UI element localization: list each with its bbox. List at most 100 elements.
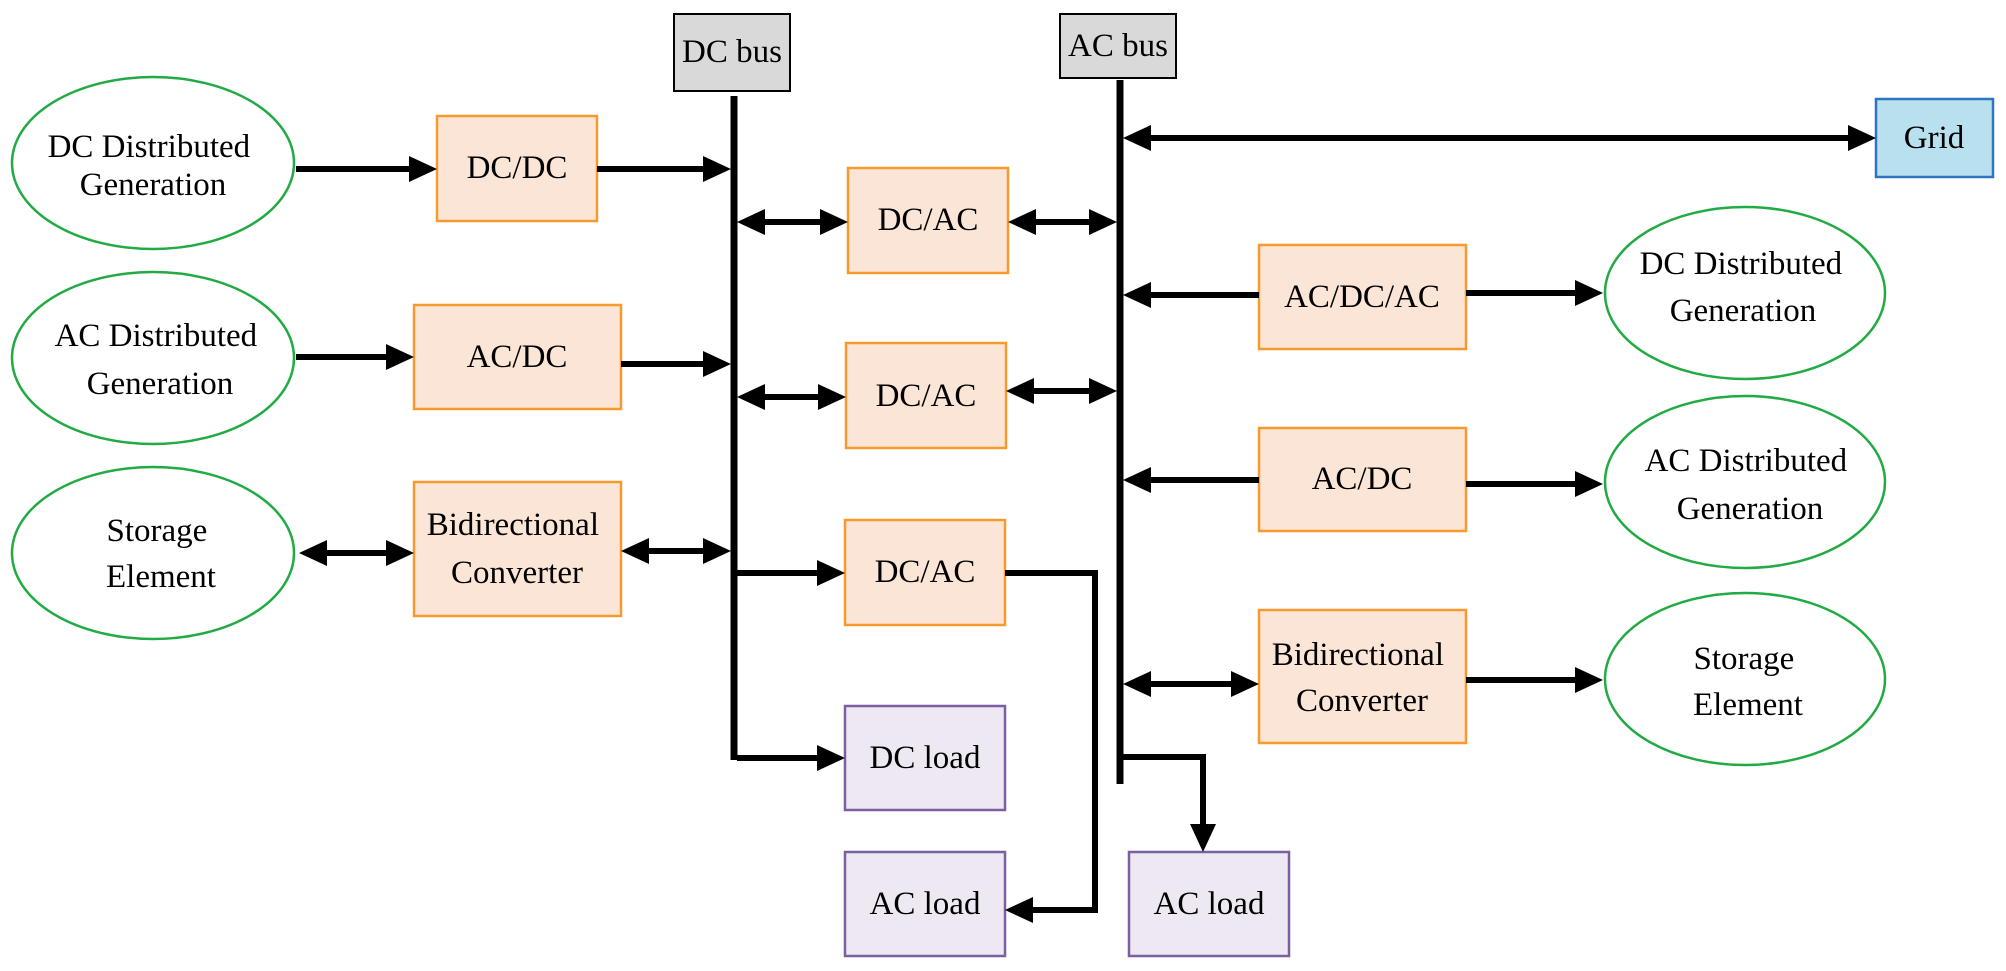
arrowhead bbox=[1575, 280, 1603, 306]
link-acdc-to-ac-bus bbox=[1123, 467, 1259, 493]
arrowhead bbox=[817, 745, 845, 771]
load-label: AC load bbox=[1154, 886, 1265, 922]
arrowhead bbox=[1575, 667, 1603, 693]
source-label-line-1: Storage bbox=[106, 513, 207, 549]
load-box bbox=[843, 850, 1007, 958]
link-dc-bus-to-dcac-2 bbox=[737, 384, 846, 410]
right-acdcac-converter: AC/DC/AC bbox=[1257, 243, 1468, 351]
arrowhead bbox=[737, 209, 765, 235]
converter-label-line-1: Bidirectional bbox=[1272, 637, 1444, 673]
ac-bus-node: AC bus bbox=[1059, 13, 1177, 79]
left-acdc-converter: AC/DC bbox=[412, 303, 623, 411]
grid-node: Grid bbox=[1874, 97, 1995, 179]
grid-label: Grid bbox=[1904, 120, 1965, 156]
link-ac-gen-to-acdc bbox=[296, 344, 414, 370]
source-label-line-1: AC Distributed bbox=[55, 318, 258, 354]
source-ellipse bbox=[10, 465, 296, 641]
arrowhead bbox=[1123, 282, 1151, 308]
dc-bus-node: DC bus bbox=[673, 13, 791, 92]
converter-box bbox=[412, 480, 623, 618]
link-acdc-to-dc-bus bbox=[621, 351, 731, 377]
link-acdcac-to-dc-gen bbox=[1466, 280, 1603, 306]
link-acdc-to-ac-gen bbox=[1466, 471, 1603, 497]
source-label-line-2: Element bbox=[106, 559, 216, 595]
arrowhead bbox=[1089, 378, 1117, 404]
converter-label-line-2: Converter bbox=[1296, 683, 1428, 719]
source-label-line-2: Generation bbox=[1677, 491, 1824, 527]
wire bbox=[1005, 570, 1098, 913]
converter-label: AC/DC/AC bbox=[1284, 279, 1440, 315]
converter-label-line-2: Converter bbox=[451, 555, 583, 591]
converter-box bbox=[844, 341, 1008, 450]
converter-label: AC/DC bbox=[467, 339, 568, 375]
link-acdcac-to-ac-bus bbox=[1123, 282, 1259, 308]
converter-label: DC/AC bbox=[876, 378, 977, 414]
converter-box bbox=[435, 114, 599, 223]
converter-box bbox=[843, 518, 1007, 627]
source-ellipse bbox=[1603, 394, 1887, 570]
source-label-line-1: DC Distributed bbox=[48, 129, 251, 165]
left-dc-generation-source: DC Distributed Generation bbox=[10, 75, 296, 251]
dc-bus-label: DC bus bbox=[682, 34, 782, 70]
tie-dcac-converter-3: DC/AC bbox=[843, 518, 1007, 627]
ac-bus-label: AC bus bbox=[1068, 28, 1168, 64]
source-label: DC Distributed Generation bbox=[48, 119, 259, 203]
link-dcdc-to-dc-bus bbox=[597, 156, 731, 182]
source-label-line-1: AC Distributed bbox=[1645, 443, 1848, 479]
left-ac-generation-source: AC Distributed Generation bbox=[10, 270, 296, 446]
link-dcac-3-to-ac-load bbox=[1005, 570, 1098, 923]
source-label: AC Distributed Generation bbox=[55, 308, 266, 402]
arrowhead bbox=[409, 156, 437, 182]
dc-load: DC load bbox=[843, 704, 1007, 812]
load-box bbox=[1127, 850, 1291, 958]
source-label-line-2: Generation bbox=[87, 366, 234, 402]
link-bidir-to-dc-bus bbox=[621, 538, 731, 564]
link-dc-bus-to-dc-load bbox=[737, 745, 845, 771]
source-label-line-2: Element bbox=[1693, 687, 1803, 723]
arrowhead bbox=[1123, 125, 1151, 151]
converter-label: AC/DC bbox=[1312, 461, 1413, 497]
converter-label: Bidirectional Converter bbox=[427, 497, 608, 591]
arrowhead bbox=[1575, 471, 1603, 497]
arrowhead bbox=[703, 351, 731, 377]
source-label-line-1: Storage bbox=[1693, 641, 1794, 677]
ac-load-left: AC load bbox=[843, 850, 1007, 958]
source-ellipse bbox=[1603, 591, 1887, 767]
right-bidirectional-converter: Bidirectional Converter bbox=[1257, 608, 1468, 745]
load-box bbox=[843, 704, 1007, 812]
source-label-line-2: Generation bbox=[1670, 293, 1817, 329]
source-label-line-2: Generation bbox=[80, 167, 227, 203]
arrowhead bbox=[386, 344, 414, 370]
load-label: DC load bbox=[870, 740, 981, 776]
link-dcac-2-to-ac-bus bbox=[1006, 378, 1117, 404]
converter-label: DC/AC bbox=[875, 554, 976, 590]
arrowhead bbox=[1123, 671, 1151, 697]
left-bidirectional-converter: Bidirectional Converter bbox=[412, 480, 623, 618]
link-ac-bus-to-ac-load bbox=[1123, 754, 1216, 852]
arrowhead bbox=[1848, 125, 1876, 151]
arrowhead bbox=[299, 540, 327, 566]
arrowhead bbox=[1008, 209, 1036, 235]
wire bbox=[1123, 754, 1206, 826]
ac-load-right: AC load bbox=[1127, 850, 1291, 958]
arrowhead bbox=[1005, 897, 1033, 923]
right-acdc-converter: AC/DC bbox=[1257, 426, 1468, 533]
converter-label: DC/DC bbox=[467, 150, 568, 186]
arrowhead bbox=[820, 209, 848, 235]
arrowhead bbox=[621, 538, 649, 564]
link-ac-bus-to-grid bbox=[1123, 125, 1876, 151]
converter-box bbox=[1257, 243, 1468, 351]
dc-bus-box bbox=[673, 13, 791, 92]
converter-box bbox=[846, 166, 1010, 275]
load-label: AC load bbox=[870, 886, 981, 922]
converter-label-line-1: Bidirectional bbox=[427, 507, 599, 543]
arrowhead bbox=[1190, 824, 1216, 852]
source-label-line-1: DC Distributed bbox=[1640, 246, 1843, 282]
left-storage-element: Storage Element bbox=[10, 465, 296, 641]
source-label: Storage Element bbox=[1693, 631, 1803, 723]
connectors bbox=[296, 125, 1876, 923]
link-storage-to-bidir bbox=[299, 540, 414, 566]
tie-dcac-converter-1: DC/AC bbox=[846, 166, 1010, 275]
arrowhead bbox=[703, 538, 731, 564]
